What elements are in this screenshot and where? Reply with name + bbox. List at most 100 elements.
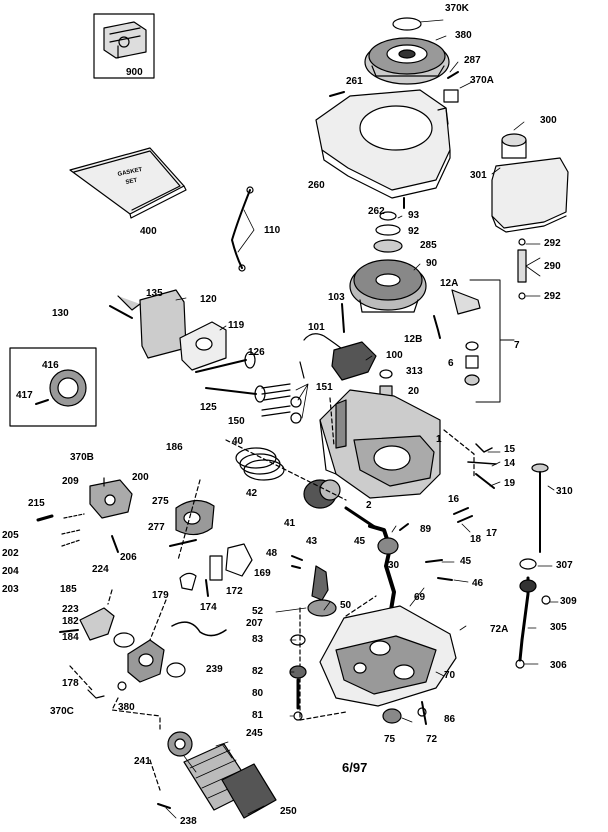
label-18: 18	[470, 534, 482, 545]
label-15: 15	[504, 444, 516, 455]
label-417: 417	[16, 390, 33, 401]
label-370B: 370B	[70, 452, 94, 463]
label-45-b: 45	[460, 556, 472, 567]
label-16: 16	[448, 494, 460, 505]
label-313: 313	[406, 366, 423, 377]
label-86: 86	[444, 714, 456, 725]
flywheel-inset	[9, 347, 97, 427]
label-69: 69	[414, 592, 426, 603]
label-290: 290	[544, 261, 561, 272]
label-174: 174	[200, 602, 217, 613]
recoil-starter	[364, 17, 450, 85]
label-90: 90	[426, 258, 438, 269]
label-275: 275	[152, 496, 169, 507]
label-207: 207	[246, 618, 263, 629]
gasket-set	[69, 147, 187, 219]
label-260: 260	[308, 180, 325, 191]
label-150: 150	[228, 416, 245, 427]
label-307: 307	[556, 560, 573, 571]
flywheel	[349, 211, 427, 313]
label-151: 151	[316, 382, 333, 393]
label-416: 416	[42, 360, 59, 371]
carburetor-housing	[109, 289, 227, 371]
gasket-set-text-2: SET	[125, 178, 138, 186]
label-306: 306	[550, 660, 567, 671]
label-184: 184	[62, 632, 79, 643]
label-900: 900	[126, 67, 143, 78]
label-310: 310	[556, 486, 573, 497]
label-93: 93	[408, 210, 420, 221]
valves	[195, 351, 302, 424]
label-45-a: 45	[354, 536, 366, 547]
label-241: 241	[134, 756, 151, 767]
label-6: 6	[448, 358, 454, 369]
label-250: 250	[280, 806, 297, 817]
engine-block	[319, 389, 441, 499]
label-380-b: 380	[118, 702, 135, 713]
label-370K: 370K	[445, 3, 469, 14]
fuel-tank	[491, 133, 569, 233]
label-72: 72	[426, 734, 438, 745]
label-301: 301	[470, 170, 487, 181]
label-81: 81	[252, 710, 264, 721]
label-179: 179	[152, 590, 169, 601]
label-30: 30	[388, 560, 400, 571]
label-287: 287	[464, 55, 481, 66]
blower-housing	[315, 89, 451, 199]
label-292-a: 292	[544, 238, 561, 249]
gasket-set-text-1: GASKET	[117, 167, 143, 178]
label-209: 209	[62, 476, 79, 487]
label-100: 100	[386, 350, 403, 361]
label-182: 182	[62, 616, 79, 627]
label-186: 186	[166, 442, 183, 453]
carburetor-lower	[59, 607, 186, 699]
label-1: 1	[436, 434, 442, 445]
label-223: 223	[62, 604, 79, 615]
label-126: 126	[248, 347, 265, 358]
label-130: 130	[52, 308, 69, 319]
label-19: 19	[504, 478, 516, 489]
label-277: 277	[148, 522, 165, 533]
label-12A: 12A	[440, 278, 459, 289]
label-40: 40	[232, 436, 244, 447]
label-120: 120	[200, 294, 217, 305]
label-206: 206	[120, 552, 137, 563]
label-89: 89	[420, 524, 432, 535]
ignition-coil	[299, 333, 377, 381]
label-224: 224	[92, 564, 109, 575]
label-52: 52	[252, 606, 264, 617]
label-72A: 72A	[490, 624, 509, 635]
label-370A: 370A	[470, 75, 494, 86]
label-202: 202	[2, 548, 19, 559]
label-70: 70	[444, 670, 456, 681]
label-17: 17	[486, 528, 498, 539]
label-172: 172	[226, 586, 243, 597]
label-101: 101	[308, 322, 325, 333]
label-110: 110	[264, 225, 281, 236]
label-42: 42	[246, 488, 258, 499]
label-75: 75	[384, 734, 396, 745]
label-261: 261	[346, 76, 363, 87]
label-245: 245	[246, 728, 263, 739]
label-169: 169	[254, 568, 271, 579]
crankcase-sump	[319, 605, 457, 707]
date-code: 6/97	[342, 760, 368, 775]
label-103: 103	[328, 292, 345, 303]
label-82: 82	[252, 666, 264, 677]
label-20: 20	[408, 386, 420, 397]
label-14: 14	[504, 458, 516, 469]
label-200: 200	[132, 472, 149, 483]
label-215: 215	[28, 498, 45, 509]
label-80: 80	[252, 688, 264, 699]
crankshaft	[368, 507, 473, 618]
label-309: 309	[560, 596, 577, 607]
engine-inset	[93, 13, 155, 79]
label-400: 400	[140, 226, 157, 237]
label-83: 83	[252, 634, 264, 645]
label-203: 203	[2, 584, 19, 595]
label-119: 119	[228, 320, 245, 331]
label-48: 48	[266, 548, 278, 559]
label-125: 125	[200, 402, 217, 413]
label-185: 185	[60, 584, 77, 595]
